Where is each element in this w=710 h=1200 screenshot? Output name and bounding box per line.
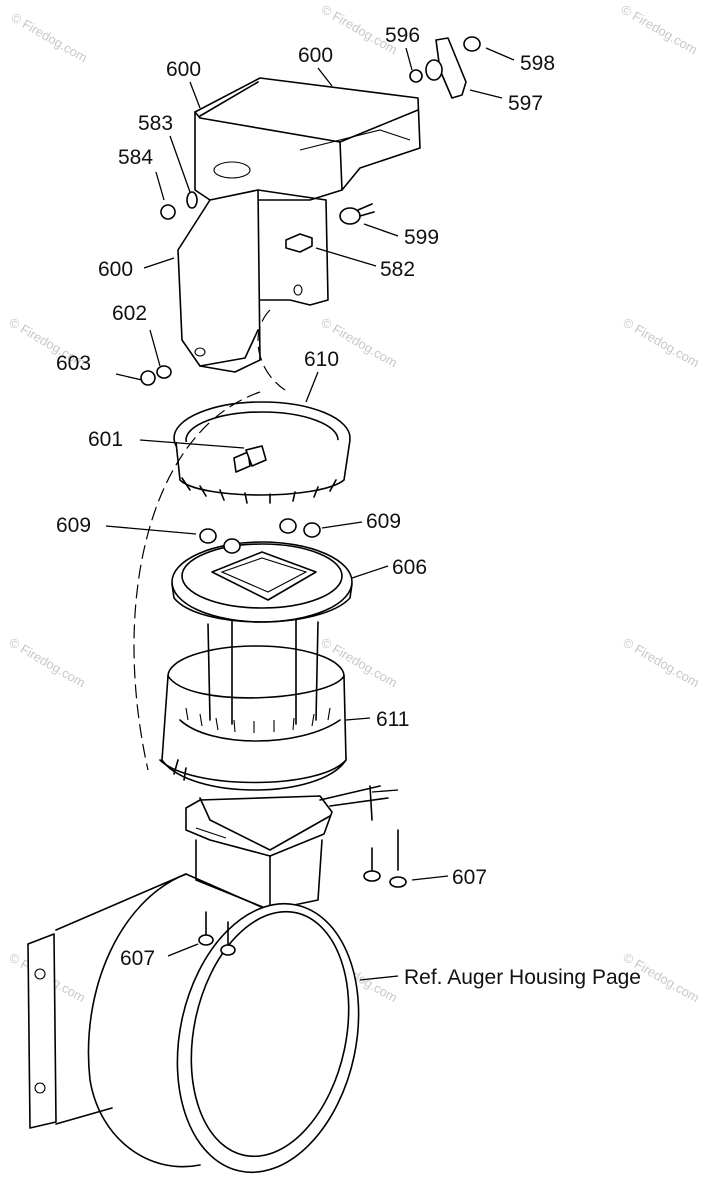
chute-gear-ring [159,619,347,791]
callout-label: Ref. Auger Housing Page [404,966,641,989]
auger-housing-outlet [27,873,360,1174]
alignment-dashed-line [133,391,261,771]
callout-label: 607 [452,866,487,889]
watermark: © Firedog.com [621,315,703,371]
callout-label: 609 [56,514,91,537]
callout-label: 596 [385,24,420,47]
callout-label: 598 [520,52,555,75]
callout-label: 600 [166,58,201,81]
callout-label: 602 [112,302,147,325]
chute-base [185,785,399,911]
callout-label: 599 [404,226,439,249]
watermark: © Firedog.com [319,635,401,691]
callout-label: 603 [56,352,91,375]
watermark: © Firedog.com [7,635,89,691]
callout-label: 607 [120,947,155,970]
watermark: © Firedog.com [621,635,703,691]
leader-lines [105,47,515,981]
chute-deflector [177,77,421,391]
callout-label: 583 [138,112,173,135]
chute-ring [173,401,351,504]
callout-label: 600 [298,44,333,67]
callout-labels: 600 600 596 598 597 583 584 599 600 582 … [56,24,641,989]
callout-label: 584 [118,146,153,169]
callout-label: 609 [366,510,401,533]
callout-label: 600 [98,258,133,281]
screws-607 [198,829,407,956]
deflector-handle-hardware [140,36,481,386]
bolt-601 [233,445,267,473]
callout-label: 582 [380,258,415,281]
callout-label: 597 [508,92,543,115]
chute-flange-plate [171,518,353,623]
callout-label: 606 [392,556,427,579]
callout-label: 601 [88,428,123,451]
callout-label: 611 [376,708,409,731]
watermark: © Firedog.com [619,2,701,58]
callout-label: 610 [304,348,339,371]
watermark: © Firedog.com [9,10,91,66]
